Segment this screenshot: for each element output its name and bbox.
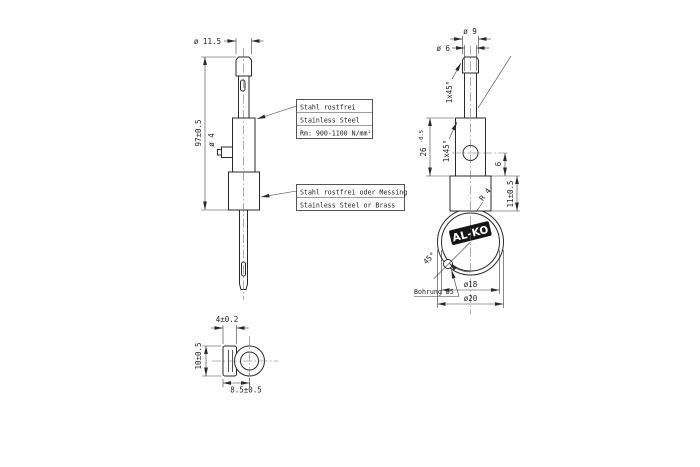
dim-offset-8-5: 8.5±0.5 (230, 386, 262, 395)
material-note-lower: Stahl rostfrei oder Messing Stainless St… (260, 184, 407, 211)
dim-length-97: 97±0.5 (194, 119, 203, 146)
dim-dia-4: ø 4 (207, 133, 216, 147)
dim-depth-6: 6 (494, 161, 503, 166)
dim-length-26: 26 (419, 147, 428, 157)
material-note-upper-spec: Rm: 900-1100 N/mm² (300, 130, 371, 138)
chamfer-reference-line (477, 55, 512, 109)
dim-angle-45: 45° (421, 250, 437, 266)
hole-note-label: Bohrung ø5 (414, 288, 454, 296)
left-view-dimensions: ø 11.5 97±0.5 ø 4 (194, 37, 264, 211)
detent-slot (240, 79, 246, 92)
dim-chamfer-upper: 1x45° (445, 81, 454, 104)
bottom-view: 4±0.2 10±0.5 8.5±0.5 (194, 315, 278, 395)
ring-small-hole (443, 259, 453, 269)
bottom-view-dimensions: 4±0.2 10±0.5 8.5±0.5 (194, 315, 262, 395)
dim-dia-20: ø20 (464, 294, 478, 303)
dim-tab-10: 10±0.5 (194, 342, 203, 369)
dim-chamfer-lower: 1x45° (442, 140, 451, 163)
material-note-lower-de: Stahl rostfrei oder Messing (300, 189, 407, 197)
material-note-lower-en: Stainless Steel or Brass (300, 202, 395, 210)
dim-dia-18: ø18 (464, 280, 478, 289)
material-note-upper: Stahl rostfrei Stainless Steel Rm: 900-1… (256, 99, 373, 139)
material-note-upper-de: Stahl rostfrei (300, 104, 356, 112)
material-note-upper-en: Stainless Steel (300, 117, 360, 125)
side-nub (221, 146, 233, 158)
dim-tab-4: 4±0.2 (216, 315, 239, 324)
left-view: ø 11.5 97±0.5 ø 4 (194, 37, 264, 300)
dim-dia-9: ø 9 (463, 27, 477, 36)
dim-dia-6: ø 6 (436, 44, 450, 53)
dim-collar-11: 11±0.5 (506, 180, 515, 207)
dim-dia-11-5: ø 11.5 (194, 37, 221, 46)
left-view-part-outline (217, 56, 260, 290)
dim-length-26-tol: -0.5 (419, 130, 425, 143)
material-notes: Stahl rostfrei Stainless Steel Rm: 900-1… (256, 99, 407, 211)
right-view: AL-KO ø 9 ø 6 1x45° 1x45° (414, 27, 520, 314)
